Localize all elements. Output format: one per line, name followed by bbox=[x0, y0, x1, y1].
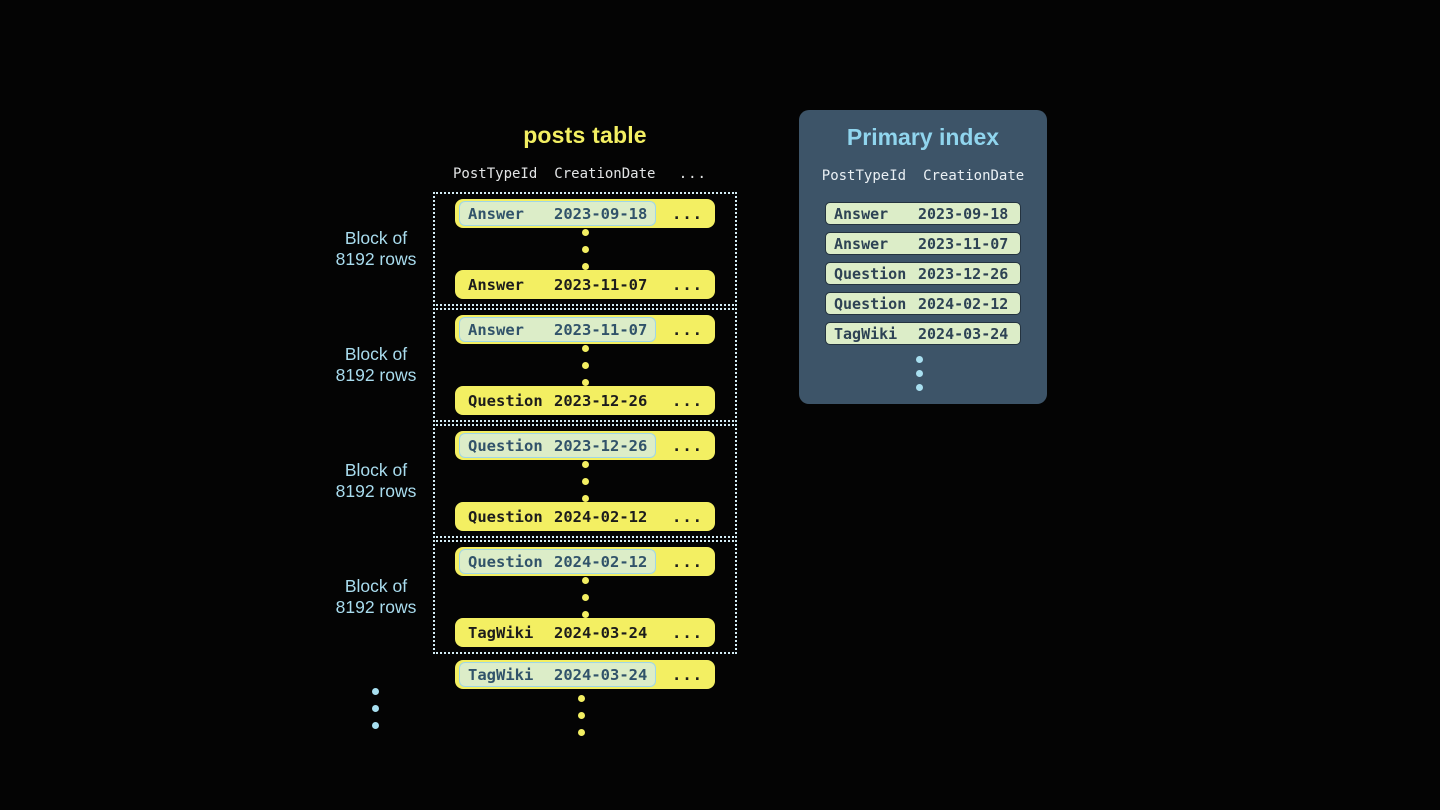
block-label-line2: 8192 rows bbox=[335, 249, 417, 269]
table-row: TagWiki 2024-03-24 ... bbox=[455, 618, 715, 647]
block-label-3: Block of 8192 rows bbox=[296, 460, 456, 502]
indexed-first-row-highlight: Question 2023-12-26 bbox=[459, 433, 657, 458]
cell-posttypeid: Question bbox=[834, 294, 907, 313]
indexed-first-row-highlight: Question 2024-02-12 bbox=[459, 549, 657, 574]
row-cells: Question 2023-12-26 bbox=[455, 392, 647, 410]
block-label-line1: Block of bbox=[344, 576, 408, 596]
more-index-entries-dots bbox=[916, 356, 923, 391]
row-ellipsis: ... bbox=[672, 320, 703, 339]
table-row: Answer 2023-09-18 ... bbox=[455, 199, 715, 228]
row-cells: Question 2024-02-12 bbox=[455, 508, 647, 526]
index-row: Answer 2023-09-18 bbox=[825, 202, 1021, 225]
table-row: Question 2023-12-26 ... bbox=[455, 431, 715, 460]
index-row: Question 2023-12-26 bbox=[825, 262, 1021, 285]
table-row: Answer 2023-11-07 ... bbox=[455, 270, 715, 299]
rows-omitted-dots bbox=[581, 344, 589, 386]
block-label-line1: Block of bbox=[344, 344, 408, 364]
row-cells: TagWiki 2024-03-24 bbox=[455, 624, 647, 642]
rows-omitted-dots bbox=[581, 228, 589, 270]
cell-creationdate: 2023-09-18 bbox=[918, 204, 1009, 223]
cell-posttypeid: Question bbox=[834, 264, 907, 283]
index-header-creationdate: CreationDate bbox=[923, 168, 1025, 184]
row-cells: Answer 2023-11-07 bbox=[455, 276, 647, 294]
block-2: Answer 2023-11-07 ... Question 2023-12-2… bbox=[433, 308, 737, 422]
table-row: Question 2024-02-12 ... bbox=[455, 547, 715, 576]
table-row: Answer 2023-11-07 ... bbox=[455, 315, 715, 344]
cell-creationdate: 2024-02-12 bbox=[918, 294, 1009, 313]
block-3: Question 2023-12-26 ... Question 2024-02… bbox=[433, 424, 737, 538]
index-header-posttypeid: PostTypeId bbox=[821, 168, 907, 184]
cell-posttypeid: TagWiki bbox=[468, 623, 534, 642]
posts-table-column-headers: PostTypeId CreationDate ... bbox=[433, 166, 737, 182]
table-row: Question 2023-12-26 ... bbox=[455, 386, 715, 415]
row-ellipsis: ... bbox=[672, 552, 703, 571]
index-row: Answer 2023-11-07 bbox=[825, 232, 1021, 255]
cell-creationdate: 2023-12-26 bbox=[554, 436, 648, 455]
cell-posttypeid: Answer bbox=[468, 275, 524, 294]
more-blocks-dots bbox=[372, 688, 379, 729]
row-ellipsis: ... bbox=[672, 204, 703, 223]
index-row: TagWiki 2024-03-24 bbox=[825, 322, 1021, 345]
indexed-first-row-highlight: Answer 2023-11-07 bbox=[459, 317, 657, 342]
cell-posttypeid: Question bbox=[468, 552, 543, 571]
cell-posttypeid: Answer bbox=[834, 204, 889, 223]
cell-creationdate: 2023-12-26 bbox=[554, 391, 648, 410]
block-label-line2: 8192 rows bbox=[335, 481, 417, 501]
cell-creationdate: 2024-02-12 bbox=[554, 552, 648, 571]
posts-header-creationdate: CreationDate bbox=[554, 166, 656, 182]
row-ellipsis: ... bbox=[672, 391, 703, 410]
cell-creationdate: 2023-11-07 bbox=[554, 275, 648, 294]
block-label-line1: Block of bbox=[344, 228, 408, 248]
cell-posttypeid: TagWiki bbox=[834, 324, 898, 343]
primary-index-title: Primary index bbox=[846, 124, 1000, 150]
cell-creationdate: 2023-11-07 bbox=[554, 320, 648, 339]
primary-index-panel: Primary index PostTypeId CreationDate An… bbox=[799, 110, 1047, 404]
posts-header-posttypeid: PostTypeId bbox=[453, 166, 538, 182]
row-ellipsis: ... bbox=[672, 623, 703, 642]
cell-posttypeid: Question bbox=[468, 391, 543, 410]
cell-posttypeid: Answer bbox=[468, 320, 524, 339]
cell-posttypeid: Question bbox=[468, 507, 543, 526]
block-1: Answer 2023-09-18 ... Answer 2023-11-07 … bbox=[433, 192, 737, 306]
cell-posttypeid: Question bbox=[468, 436, 543, 455]
rows-omitted-dots bbox=[581, 576, 589, 618]
cell-posttypeid: Answer bbox=[468, 204, 524, 223]
indexed-first-row-highlight: TagWiki 2024-03-24 bbox=[459, 662, 657, 687]
cell-creationdate: 2024-03-24 bbox=[554, 623, 648, 642]
cell-creationdate: 2024-03-24 bbox=[554, 665, 648, 684]
cell-posttypeid: Answer bbox=[834, 234, 889, 253]
row-ellipsis: ... bbox=[672, 436, 703, 455]
posts-header-ellipsis: ... bbox=[678, 166, 707, 182]
block-label-2: Block of 8192 rows bbox=[296, 344, 456, 386]
more-rows-dots bbox=[578, 695, 585, 736]
table-row: Question 2024-02-12 ... bbox=[455, 502, 715, 531]
block-label-1: Block of 8192 rows bbox=[296, 228, 456, 270]
block-label-line2: 8192 rows bbox=[335, 365, 417, 385]
block-label-line1: Block of bbox=[344, 460, 408, 480]
posts-table-blocks: Answer 2023-09-18 ... Answer 2023-11-07 … bbox=[433, 192, 737, 656]
rows-omitted-dots bbox=[581, 460, 589, 502]
row-ellipsis: ... bbox=[672, 507, 703, 526]
cell-creationdate: 2024-02-12 bbox=[554, 507, 648, 526]
primary-index-rows: Answer 2023-09-18 Answer 2023-11-07 Ques… bbox=[799, 202, 1047, 345]
cell-posttypeid: TagWiki bbox=[468, 665, 534, 684]
block-4: Question 2024-02-12 ... TagWiki 2024-03-… bbox=[433, 540, 737, 654]
block-label-4: Block of 8192 rows bbox=[296, 576, 456, 618]
row-ellipsis: ... bbox=[672, 275, 703, 294]
primary-index-column-headers: PostTypeId CreationDate bbox=[799, 168, 1047, 184]
posts-table-title: posts table bbox=[523, 122, 647, 148]
cell-creationdate: 2023-11-07 bbox=[918, 234, 1009, 253]
block-label-line2: 8192 rows bbox=[335, 597, 417, 617]
index-row: Question 2024-02-12 bbox=[825, 292, 1021, 315]
cell-creationdate: 2023-12-26 bbox=[918, 264, 1009, 283]
row-ellipsis: ... bbox=[672, 665, 703, 684]
indexed-first-row-highlight: Answer 2023-09-18 bbox=[459, 201, 657, 226]
next-block-first-row: TagWiki 2024-03-24 ... bbox=[455, 660, 715, 689]
cell-creationdate: 2023-09-18 bbox=[554, 204, 648, 223]
cell-creationdate: 2024-03-24 bbox=[918, 324, 1009, 343]
